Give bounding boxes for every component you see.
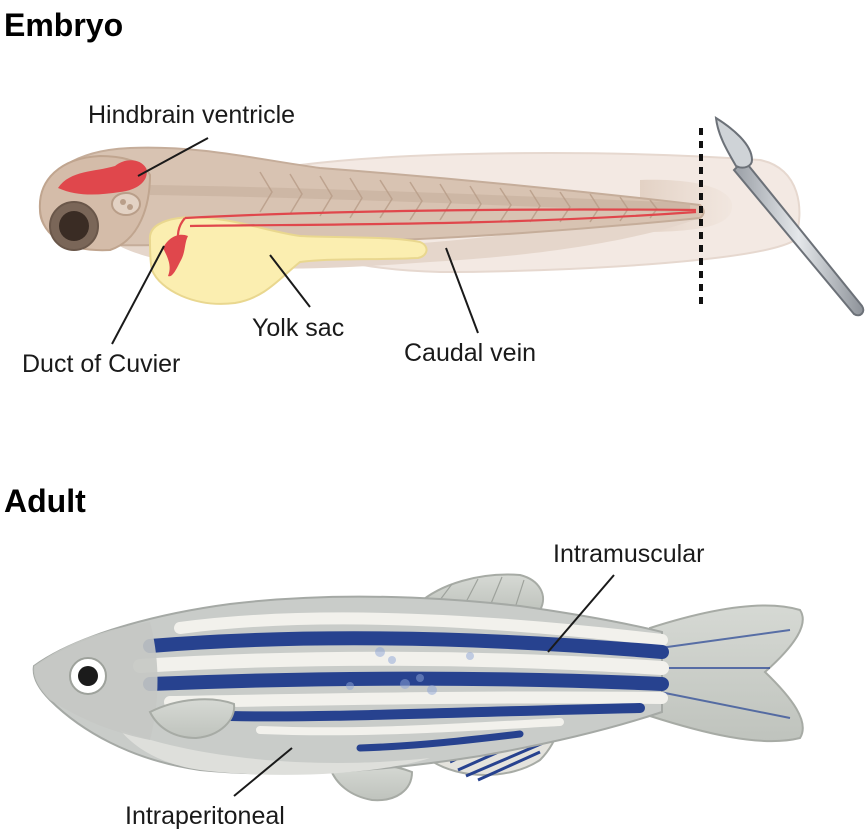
- yolk-sac: [148, 216, 428, 305]
- embryo-heading: Embryo: [4, 7, 123, 43]
- label-intramuscular: Intramuscular: [553, 540, 704, 568]
- label-yolk-sac: Yolk sac: [252, 314, 344, 342]
- adult-fish-belly: [120, 730, 430, 775]
- embryo-notochord: [149, 185, 691, 213]
- adult-fish-illustration: [32, 573, 804, 802]
- label-duct-of-cuvier: Duct of Cuvier: [22, 350, 180, 378]
- embryo-otic-vesicle: [111, 192, 141, 216]
- dorsal-aorta: [184, 208, 697, 220]
- duct-of-cuvier-region: [163, 234, 188, 277]
- adult-pectoral-fin: [148, 698, 236, 740]
- embryo-leader-lines: [111, 137, 479, 345]
- adult-heading: Adult: [4, 483, 86, 519]
- label-caudal-vein: Caudal vein: [404, 339, 536, 367]
- label-intraperitoneal: Intraperitoneal: [125, 802, 285, 830]
- adult-leader-lines: [233, 574, 615, 797]
- embryo-illustration: [38, 146, 801, 305]
- label-hindbrain-ventricle: Hindbrain ventricle: [88, 101, 295, 129]
- caudal-vein-vessel: [189, 210, 697, 228]
- scalpel-icon: [714, 116, 865, 317]
- hindbrain-ventricle-region: [58, 160, 147, 195]
- adult-tail-fin: [649, 604, 804, 743]
